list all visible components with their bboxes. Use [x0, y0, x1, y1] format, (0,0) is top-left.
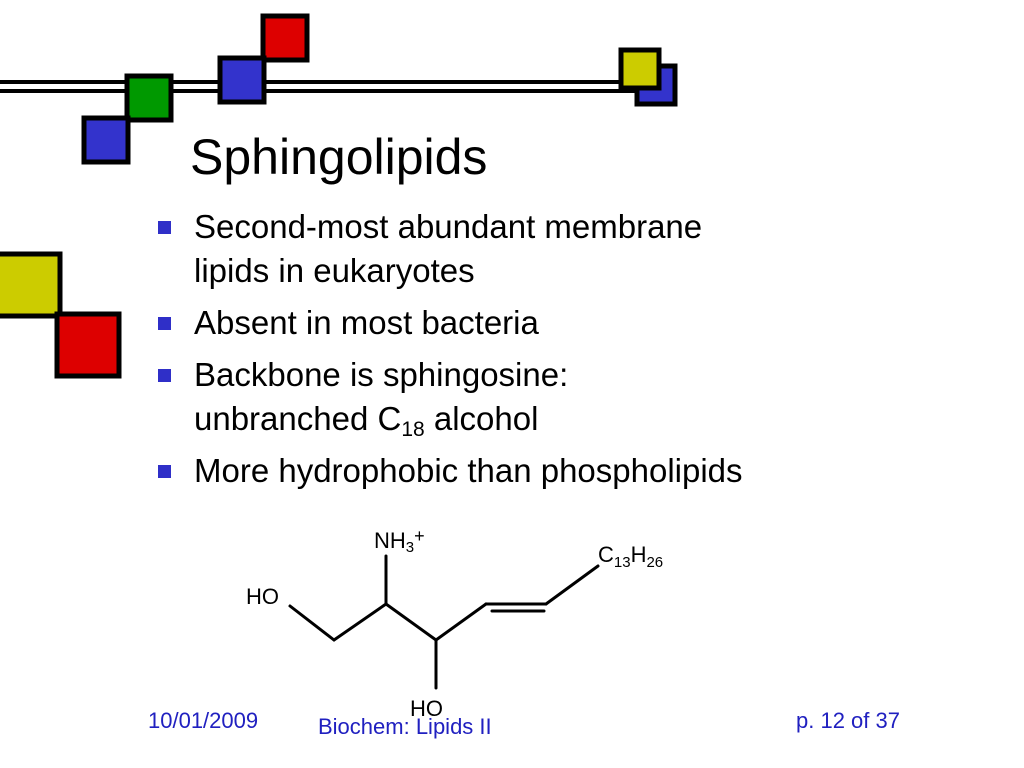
deco-square-red-left — [54, 311, 122, 379]
deco-bar-bottom — [0, 89, 668, 93]
bullet-square-icon — [158, 369, 171, 382]
deco-square-yellow-right — [618, 47, 662, 91]
formula-subscript: 18 — [401, 418, 425, 441]
bullet-square-icon — [158, 465, 171, 478]
bond-c5-chain — [544, 564, 600, 606]
hydroxyl-bottom-label: HO — [410, 696, 443, 721]
amine-label: NH3+ — [374, 526, 425, 556]
bullet-text: lipids in eukaryotes — [194, 252, 475, 289]
bullet-text: More hydrophobic than phospholipids — [194, 452, 743, 489]
chain-carbon: C — [598, 542, 614, 567]
deco-square-blue-left — [81, 115, 131, 165]
bond-c3-c4 — [434, 602, 488, 642]
bullet-item: Absent in most bacteria — [158, 301, 898, 345]
deco-square-yellow-left — [0, 251, 63, 319]
hydroxyl-left-label: HO — [246, 584, 279, 609]
amine-subscript: 3 — [406, 539, 414, 556]
slide-title: Sphingolipids — [190, 129, 488, 185]
bullet-item: Second-most abundant membrane lipids in … — [158, 205, 898, 293]
bond-c2-c3 — [384, 602, 438, 642]
molecule-bonds — [288, 554, 600, 690]
amine-charge: + — [414, 526, 425, 546]
bullet-text: Absent in most bacteria — [194, 304, 539, 341]
deco-square-blue-top — [217, 55, 267, 105]
formula-suffix: alcohol — [424, 400, 539, 437]
bullet-text-formula: unbranched C18 alcohol — [194, 397, 898, 441]
alkyl-chain-label: C13H26 — [598, 542, 663, 571]
bullet-item: More hydrophobic than phospholipids — [158, 449, 898, 493]
sphingosine-structure: HO NH3+ HO C13H26 — [246, 526, 663, 721]
amine-symbol: NH — [374, 528, 406, 553]
chain-carbon-subscript: 13 — [614, 554, 631, 571]
bond-c1-c2 — [332, 602, 388, 642]
footer-course: Biochem: Lipids II — [318, 714, 492, 739]
footer-page-number: p. 12 of 37 — [796, 708, 900, 733]
bullet-square-icon — [158, 317, 171, 330]
deco-square-green — [124, 73, 174, 123]
bullet-square-icon — [158, 221, 171, 234]
bullet-item: Backbone is sphingosine: unbranched C18 … — [158, 353, 898, 441]
chain-hydrogen: H — [631, 542, 647, 567]
bullet-text: Backbone is sphingosine: — [194, 356, 569, 393]
deco-square-red-top — [260, 13, 310, 63]
chain-hydrogen-subscript: 26 — [646, 554, 663, 571]
formula-prefix: unbranched C — [194, 400, 402, 437]
footer-date: 10/01/2009 — [148, 708, 259, 733]
bullet-text: Second-most abundant membrane — [194, 208, 703, 245]
deco-bar-top — [0, 80, 668, 84]
bullet-list: Second-most abundant membrane lipids in … — [158, 205, 898, 501]
bond-ho-c1 — [288, 604, 336, 642]
